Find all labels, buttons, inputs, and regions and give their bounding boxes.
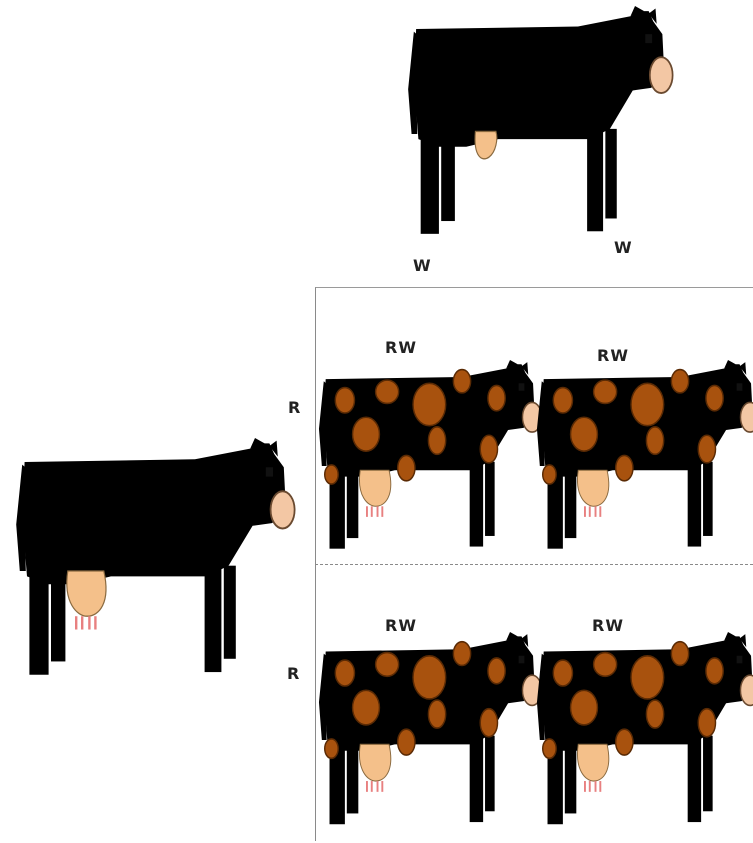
red-parent-cow	[16, 438, 294, 675]
punnett-grid-divider	[315, 564, 753, 565]
offspring-genotype-3: RW	[385, 616, 417, 635]
offspring-genotype-1: RW	[385, 338, 417, 357]
left-allele-2: R	[287, 664, 300, 683]
left-allele-1: R	[288, 398, 301, 417]
offspring-genotype-2: RW	[597, 346, 629, 365]
top-allele-1: W	[413, 256, 432, 275]
white-parent-cow	[408, 6, 672, 234]
top-allele-2: W	[614, 238, 633, 257]
offspring-genotype-4: RW	[592, 616, 624, 635]
